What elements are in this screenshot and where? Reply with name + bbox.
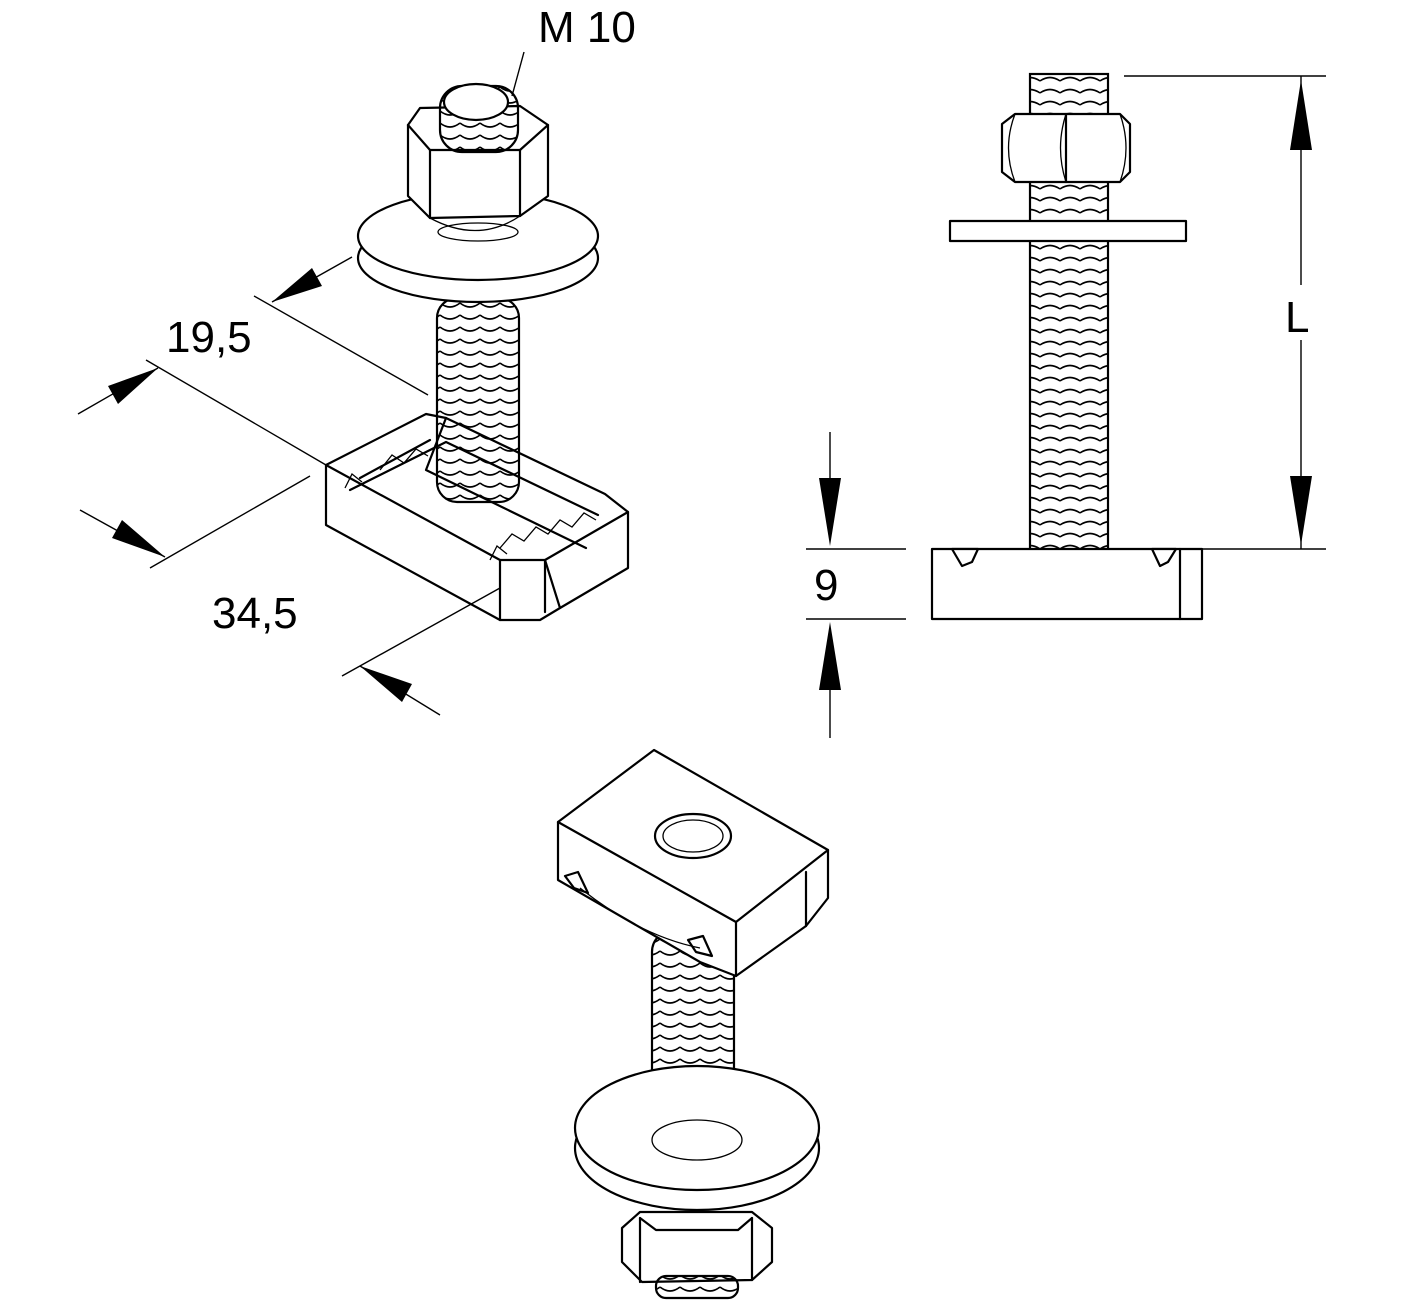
height-label: 9 (814, 561, 838, 610)
isometric-underside-view (556, 748, 830, 1300)
length-label: 34,5 (212, 589, 298, 638)
bolt-length-label: L (1285, 293, 1309, 342)
dimension-height: 9 (806, 432, 906, 738)
threaded-rod (435, 296, 521, 504)
channel-nut-underside (556, 748, 830, 978)
width-label: 19,5 (166, 313, 252, 362)
washer-side (948, 219, 1188, 243)
washer-underside (573, 1064, 821, 1212)
bolt-tip (438, 82, 520, 154)
dimension-length: 34,5 (79, 475, 501, 716)
hex-nut-side (1000, 112, 1132, 184)
thread-size-label: M 10 (538, 3, 636, 52)
dimension-bolt-length: L (1124, 75, 1326, 550)
side-elevation-view: L 9 (806, 72, 1326, 738)
hex-nut-underside (620, 1210, 774, 1300)
dimension-width: 19,5 (77, 256, 429, 466)
washer (356, 190, 600, 304)
channel-nut-side (930, 547, 1204, 621)
isometric-assembly-view: M 10 19,5 34,5 (77, 3, 636, 716)
